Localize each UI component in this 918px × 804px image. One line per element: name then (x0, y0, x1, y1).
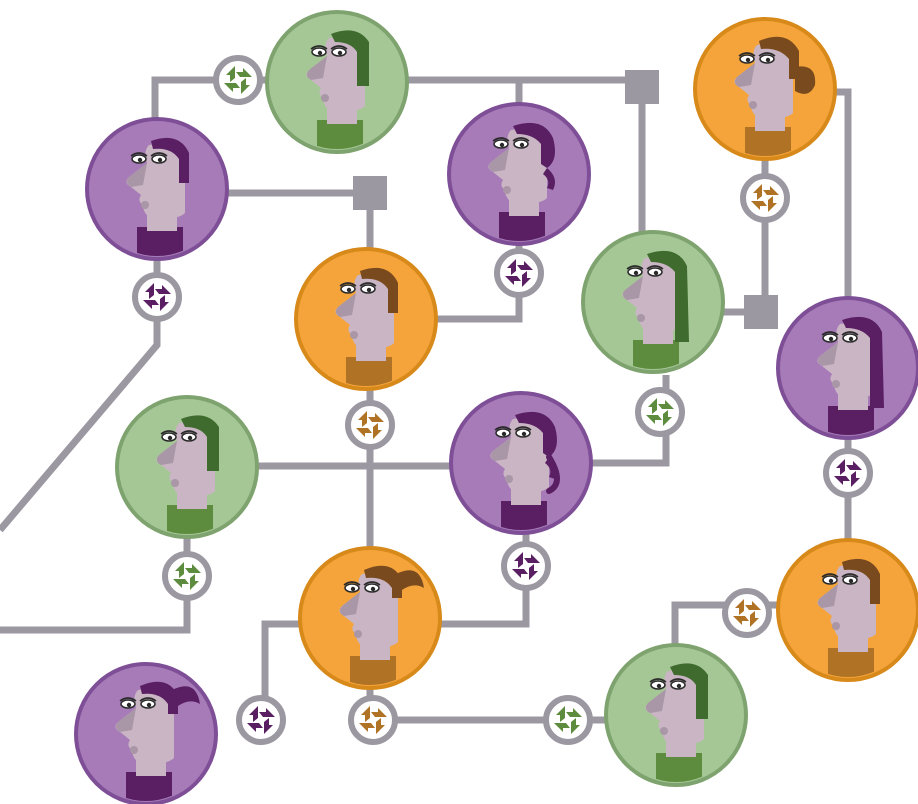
person-avatar-orange-bottom-right (776, 538, 918, 682)
hub-squares (353, 70, 778, 329)
connector-badge-icon (348, 695, 398, 745)
person-avatar-purple-far-right (776, 296, 918, 440)
hair-icon (647, 250, 689, 342)
connection-line (830, 88, 852, 300)
hub-square (353, 176, 387, 210)
connection-line (261, 620, 303, 720)
hair-icon (670, 663, 708, 719)
person-avatar-purple-bottom-left (74, 662, 218, 804)
hub-square (744, 295, 778, 329)
hair-icon (842, 558, 880, 604)
hair-icon (140, 681, 200, 714)
person-avatar-purple-center-mid (449, 391, 593, 535)
connection-line (0, 535, 191, 634)
connector-badge-icon (345, 400, 395, 450)
person-avatar-green-right (581, 230, 725, 374)
connector-badge-icon (213, 55, 263, 105)
person-avatar-green-top (265, 10, 409, 154)
person-avatar-purple-center-top (447, 102, 591, 246)
hair-icon (759, 36, 816, 94)
connector-badge-icon (236, 695, 286, 745)
hair-icon (842, 316, 884, 408)
hair-icon (515, 411, 557, 479)
connector-badge-icon (635, 387, 685, 437)
connector-badge-icon (132, 272, 182, 322)
connector-badge-icon (543, 695, 593, 745)
connector-badge-icon (722, 588, 772, 638)
hub-square (625, 70, 659, 104)
person-avatar-purple-left (85, 117, 229, 261)
hair-icon (360, 267, 398, 313)
hair-icon (513, 122, 555, 190)
person-avatars (74, 10, 918, 804)
hair-icon (151, 137, 189, 183)
connector-badge-icon (823, 448, 873, 498)
hair-icon (331, 30, 369, 86)
person-avatar-orange-bottom-center (298, 546, 442, 690)
connection-line (227, 189, 374, 250)
person-avatar-green-mid-left (115, 395, 259, 539)
person-avatar-green-bottom (604, 643, 748, 787)
connector-badge-icon (494, 248, 544, 298)
connector-badge-icon (501, 541, 551, 591)
connector-badge-icon (162, 551, 212, 601)
person-avatar-orange-top-right (693, 17, 837, 161)
person-avatar-orange-center (294, 247, 438, 391)
hair-icon (181, 415, 219, 471)
hair-icon (364, 565, 424, 598)
connector-badge-icon (740, 173, 790, 223)
connector-badges (132, 55, 873, 745)
